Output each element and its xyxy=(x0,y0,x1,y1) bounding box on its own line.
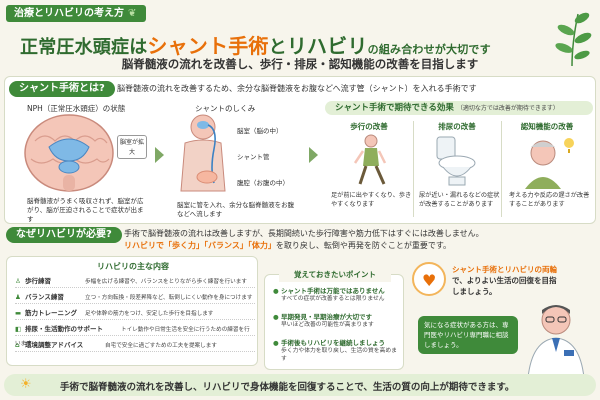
effect-cognition-desc: 考える力や反応の遅さが改善することがあります xyxy=(509,192,590,208)
rehab-section-label: なぜリハビリが必要? xyxy=(6,227,122,243)
consult-bubble: 気になる症状がある方は、専門医やリハビリ専門職に相談しましょう。 xyxy=(418,316,518,354)
toilet-icon: ◧ xyxy=(15,325,22,333)
key-points-title: 覚えておきたいポイント xyxy=(279,269,391,282)
rehab-line2-highlight: 「歩く力」「バランス」「体力」 xyxy=(164,241,276,250)
rehab-reason-line1: 手術で脳脊髄液の流れは改善しますが、長期間続いた歩行障害や筋力低下はすぐには改善… xyxy=(124,229,484,238)
title-part1: 正常圧水頭症は xyxy=(20,37,148,58)
key-point-head: 手術後もリハビリを継続しましょう xyxy=(280,339,385,347)
balance-icon: ♟ xyxy=(15,293,21,301)
title-to: と xyxy=(268,37,287,58)
bulb-icon: ☀ xyxy=(20,377,32,392)
list-item: ♙ 歩行練習 歩幅を広げる練習や、バランスをとりながら歩く練習を行います xyxy=(15,275,255,288)
rehab-item-desc: 立つ・方向転換・段差昇降など、転倒しにくい動作を身につけます xyxy=(85,295,253,301)
footer-banner: ☀ 手術で脳脊髄液の流れを改善し、リハビリで身体機能を回復することで、生活の質の… xyxy=(4,374,596,396)
key-point: ● シャント手術は万能ではありません すべての症状が改善するとは限りません xyxy=(273,287,401,303)
effect-walking-desc: 足が前に出やすくなり、歩きやすくなります xyxy=(331,192,412,208)
walking-icon xyxy=(353,134,387,185)
dumbbell-icon: ▬ xyxy=(15,309,22,317)
tie-highlight: 両輪 xyxy=(542,265,557,274)
effects-banner-note: （適切な方では改善が期待できます） xyxy=(456,105,559,112)
page-title: 正常圧水頭症はシャント手術とリハビリの組み合わせが大切です xyxy=(20,30,540,59)
rehab-item-name: 歩行練習 xyxy=(25,277,51,285)
header-tag: 治療とリハビリの考え方 ❦ xyxy=(6,5,147,22)
shunt-mechanism-title: シャントのしくみ xyxy=(195,104,256,113)
list-item: ◧排尿・生活動作のサポートトイレ動作や日常生活を安全に行うための練習を行います xyxy=(15,323,255,347)
effects-banner: シャント手術で期待できる効果 （適切な方では改善が期待できます） xyxy=(325,101,593,115)
rehab-item-name: 筋力トレーニング xyxy=(25,309,77,317)
footer-text: 手術で脳脊髄液の流れを改善し、リハビリで身体機能を回復することで、生活の質の向上… xyxy=(60,382,515,393)
thinking-icon xyxy=(525,138,574,189)
key-point-head: シャント手術は万能ではありません xyxy=(280,287,385,295)
nph-description: 脳脊髄液がうまく吸収されず、脳室が広がり、脳が圧迫されることで症状が出ます xyxy=(27,197,144,223)
rehab-item-name: バランス練習 xyxy=(25,293,64,301)
effect-walking-title: 歩行の改善 xyxy=(350,122,388,131)
check-icon: ● xyxy=(273,313,281,321)
rehab-item-desc: 足や体幹の筋力をつけ、安定した歩行を目指します xyxy=(85,311,214,317)
check-icon: ● xyxy=(273,339,281,347)
key-point: ● 早期発見・早期治療が大切です 早いほど改善の可能性が高まります xyxy=(273,313,401,329)
home-icon: ⌂ xyxy=(15,341,20,349)
title-shunt: シャント手術 xyxy=(147,34,269,58)
key-point-desc: 歩く力や体力を取り戻し、生活の質を高めます xyxy=(281,348,397,362)
tie-post: で、よりよい生活の回復を目指しましょう。 xyxy=(452,276,557,296)
shunt-mechanism-description: 脳室に管を入れ、余分な脳脊髄液をお腹などへ流します xyxy=(177,201,295,218)
enlarged-ventricle-callout: 脳室が拡大 xyxy=(117,135,147,159)
rehab-item-desc: 歩幅を広げる練習や、バランスをとりながら歩く練習を行います xyxy=(85,279,247,285)
effect-urination-desc: 尿が近い・漏れるなどの症状が改善することがあります xyxy=(419,192,500,208)
check-icon: ● xyxy=(273,287,281,295)
label-abdomen: 腹腔（お腹の中） xyxy=(237,179,289,187)
nph-title: NPH（正常圧水頭症）の状態 xyxy=(27,104,126,113)
brain-icon xyxy=(24,114,114,192)
list-item: ▬筋力トレーニング 足や体幹の筋力をつけ、安定した歩行を目指します xyxy=(15,307,255,320)
effects-banner-title: シャント手術で期待できる効果 xyxy=(335,103,454,113)
doctor-icon xyxy=(527,305,585,378)
heart-badge: ♥ xyxy=(412,262,446,296)
arrow-right-icon xyxy=(309,147,318,163)
rehab-item-name: 環境調整アドバイス xyxy=(25,341,84,349)
label-ventricle: 脳室（脳の中） xyxy=(237,127,283,135)
effect-urination-title: 排尿の改善 xyxy=(438,122,476,131)
key-point-desc: すべての症状が改善するとは限りません xyxy=(281,296,385,302)
effect-cognition-title: 認知機能の改善 xyxy=(520,122,574,131)
title-rehab: リハビリ xyxy=(286,34,368,58)
rehab-line2-post: を取り戻し、転倒や再発を防ぐことが重要です。 xyxy=(275,241,452,250)
page-subtitle: 脳脊髄液の流れを改善し、歩行・排尿・認知機能の改善を目指します xyxy=(121,57,479,71)
toilet-icon xyxy=(436,136,476,186)
arrow-right-icon xyxy=(155,147,164,163)
shunt-body-figure xyxy=(180,114,226,192)
shunt-section: シャント手術とは? 脳脊髄液の流れを改善するため、余分な脳脊髄液をお腹などへ流す… xyxy=(4,76,596,224)
key-points-box: 覚えておきたいポイント ● シャント手術は万能ではありません すべての症状が改善… xyxy=(264,269,404,370)
header-tag-label: 治療とリハビリの考え方 xyxy=(14,8,124,19)
key-point: ● 手術後もリハビリを継続しましょう 歩く力や体力を取り戻し、生活の質を高めます xyxy=(273,339,401,363)
tie-pre: シャント手術とリハビリの xyxy=(452,265,542,274)
title-part2: の組み合わせが大切です xyxy=(367,43,491,56)
plant-icon xyxy=(555,12,592,67)
rehab-item-name: 排尿・生活動作のサポート xyxy=(25,325,103,333)
walking-icon: ♙ xyxy=(15,277,21,285)
divider xyxy=(413,121,414,217)
list-item: ⌂ 環境調整アドバイス 自宅で安全に過ごすための工夫を提案します xyxy=(15,339,255,352)
two-wheels-message: シャント手術とリハビリの両輪で、よりよい生活の回復を目指しましょう。 xyxy=(452,264,558,297)
label-shunt-tube: シャント管 xyxy=(237,153,270,161)
heart-icon: ♥ xyxy=(422,271,437,290)
key-point-desc: 早いほど改善の可能性が高まります xyxy=(281,322,374,328)
divider xyxy=(501,121,502,217)
key-point-head: 早期発見・早期治療が大切です xyxy=(280,313,372,321)
rehab-contents-title: リハビリの主な内容 xyxy=(97,262,169,271)
leaf-icon: ❦ xyxy=(128,8,137,19)
rehab-item-desc: トイレ動作や日常生活を安全に行うための練習を行います xyxy=(15,327,250,347)
rehab-item-desc: 自宅で安全に過ごすための工夫を提案します xyxy=(105,343,217,349)
list-item: ♟ バランス練習 立つ・方向転換・段差昇降など、転倒しにくい動作を身につけます xyxy=(15,291,255,304)
rehab-line2-pre: リハビリで xyxy=(124,241,164,250)
shunt-intro: 脳脊髄液の流れを改善するため、余分な脳脊髄液をお腹などへ流す管（シャント）を入れ… xyxy=(117,84,477,93)
rehab-contents-box: リハビリの主な内容 ♙ 歩行練習 歩幅を広げる練習や、バランスをとりながら歩く練習を… xyxy=(6,256,258,366)
rehab-reason-line2: リハビリで「歩く力」「バランス」「体力」を取り戻し、転倒や再発を防ぐことが重要で… xyxy=(124,240,451,251)
shunt-section-label: シャント手術とは? xyxy=(9,81,115,97)
